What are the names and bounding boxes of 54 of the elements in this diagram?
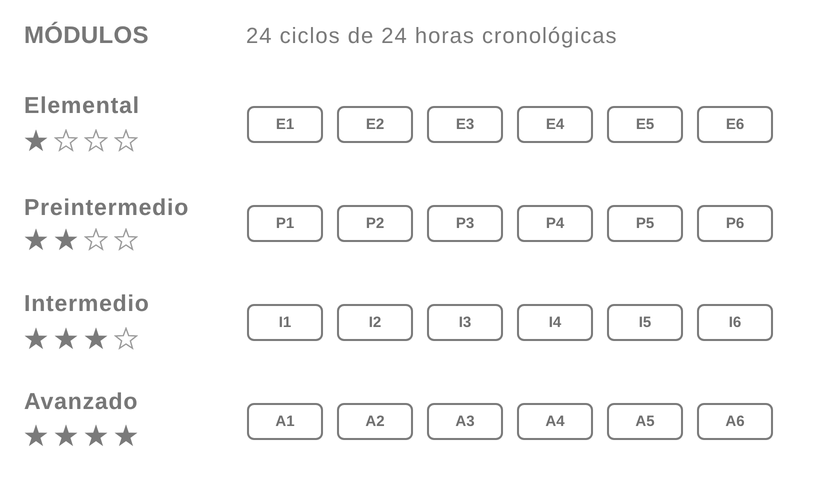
- module-code: I1: [278, 314, 292, 331]
- module-code: P4: [546, 215, 564, 232]
- module-code: A4: [545, 413, 565, 430]
- module-box: [247, 205, 323, 242]
- module-box: [517, 205, 593, 242]
- module-code: A3: [455, 413, 475, 430]
- module-box: [337, 205, 413, 242]
- module-box: [427, 304, 503, 341]
- module-box: [337, 403, 413, 440]
- module-code: E2: [366, 116, 384, 133]
- module-box: [607, 205, 683, 242]
- module-code: I2: [368, 314, 382, 331]
- level-name: Elemental: [24, 92, 140, 119]
- module-code: A5: [635, 413, 655, 430]
- module-code: P1: [276, 215, 294, 232]
- module-box: [517, 304, 593, 341]
- module-box: [337, 304, 413, 341]
- module-code: E3: [456, 116, 474, 133]
- module-code: I3: [458, 314, 472, 331]
- module-code: E5: [636, 116, 654, 133]
- module-box: [517, 403, 593, 440]
- module-box: [607, 403, 683, 440]
- module-code: P2: [366, 215, 384, 232]
- level-name: Intermedio: [24, 290, 150, 317]
- module-code: P6: [726, 215, 744, 232]
- module-code: E6: [726, 116, 744, 133]
- module-box: [607, 304, 683, 341]
- module-code: I6: [728, 314, 742, 331]
- module-box: [517, 106, 593, 143]
- module-box: [427, 106, 503, 143]
- module-box: [697, 403, 773, 440]
- module-code: A6: [725, 413, 745, 430]
- module-code: I5: [638, 314, 652, 331]
- module-code: E4: [546, 116, 564, 133]
- module-box: [697, 304, 773, 341]
- heading: MÓDULOS: [24, 22, 149, 50]
- module-code: P5: [636, 215, 654, 232]
- module-code: P3: [456, 215, 474, 232]
- module-box: [427, 403, 503, 440]
- level-name: Preintermedio: [24, 194, 190, 221]
- module-box: [337, 106, 413, 143]
- module-box: [697, 106, 773, 143]
- module-box: [607, 106, 683, 143]
- module-box: [247, 304, 323, 341]
- module-code: A2: [365, 413, 385, 430]
- module-code: E1: [276, 116, 294, 133]
- level-name: Avanzado: [24, 388, 138, 415]
- subheading: 24 ciclos de 24 horas cronológicas: [246, 22, 618, 49]
- module-box: [697, 205, 773, 242]
- module-code: A1: [275, 413, 295, 430]
- module-box: [427, 205, 503, 242]
- module-box: [247, 106, 323, 143]
- module-code: I4: [548, 314, 562, 331]
- module-box: [247, 403, 323, 440]
